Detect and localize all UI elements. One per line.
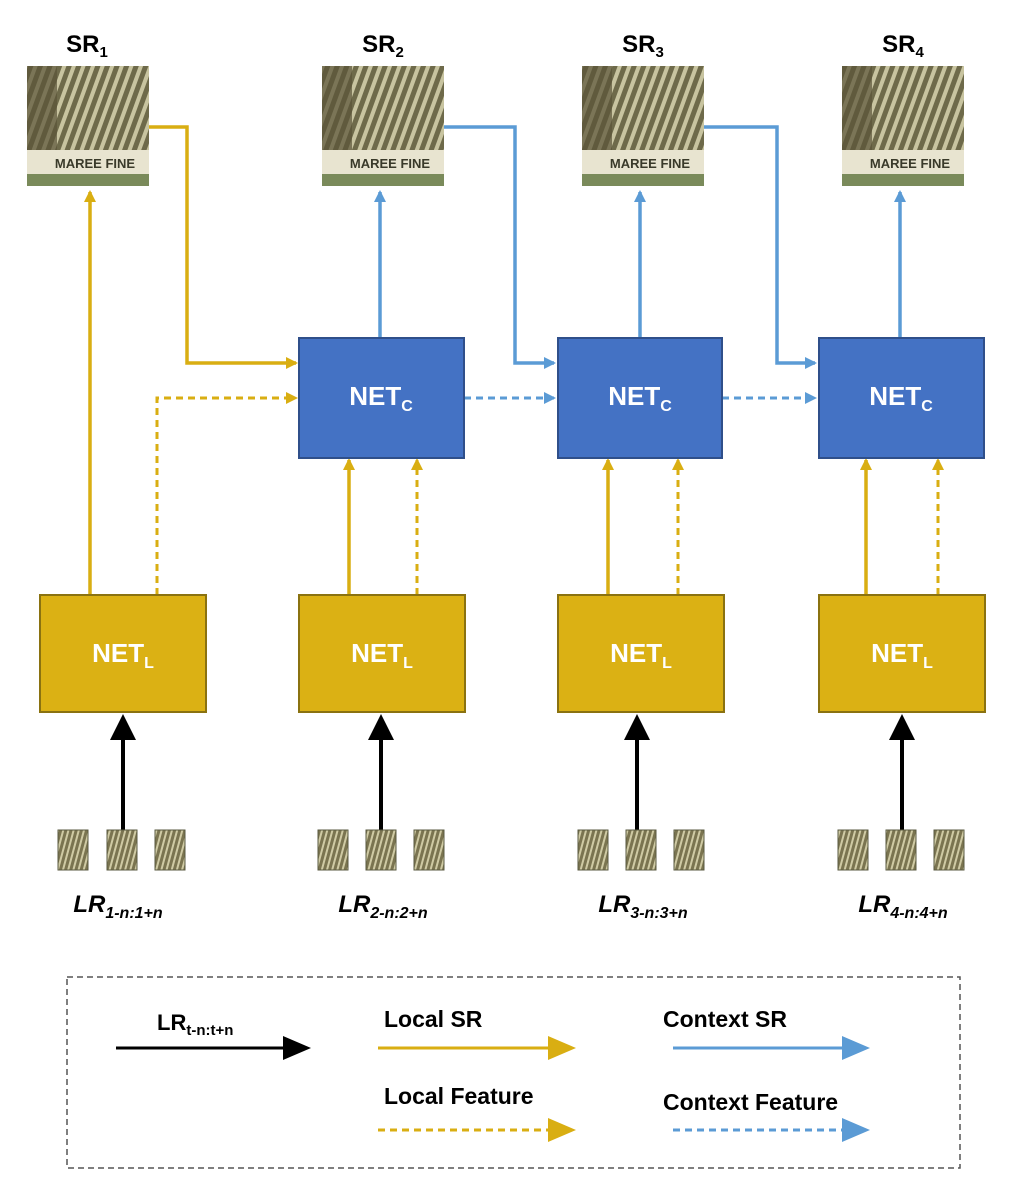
net-c-box-2: NETC	[298, 337, 465, 459]
legend-local-feature-label: Local Feature	[384, 1083, 534, 1109]
legend: LRt-n:t+n Local SR Context SR Local Feat…	[66, 976, 961, 1169]
sr-label-2: SR2	[362, 31, 404, 61]
svg-text:NETL: NETL	[871, 638, 933, 672]
svg-text:MAREE FINE: MAREE FINE	[870, 156, 951, 171]
net-c-box-3: NETC	[557, 337, 723, 459]
svg-text:NETC: NETC	[608, 381, 672, 415]
net-l-box-4: NETL	[818, 594, 986, 713]
legend-context-feature-label: Context Feature	[663, 1089, 838, 1115]
lr-frames-3	[577, 829, 705, 871]
net-l-box-1: NETL	[39, 594, 207, 713]
lr-frames-4	[837, 829, 965, 871]
svg-text:NETL: NETL	[351, 638, 413, 672]
lr-label-1: LR1-n:1+n	[73, 891, 163, 922]
sr-label-1: SR1	[66, 31, 108, 61]
legend-context-sr-label: Context SR	[663, 1006, 787, 1032]
svg-text:MAREE FINE: MAREE FINE	[55, 156, 136, 171]
sr-image-3: MAREE FINE	[582, 66, 704, 186]
svg-text:MAREE FINE: MAREE FINE	[610, 156, 691, 171]
lr-frames-2	[317, 829, 445, 871]
lr-label-4: LR4-n:4+n	[858, 891, 948, 922]
svg-text:NETL: NETL	[610, 638, 672, 672]
legend-local-sr-label: Local SR	[384, 1006, 483, 1032]
svg-text:MAREE FINE: MAREE FINE	[350, 156, 431, 171]
local-feature-arrow-1	[155, 392, 298, 595]
net-l-box-2: NETL	[298, 594, 466, 713]
svg-text:NETC: NETC	[349, 381, 413, 415]
sr-image-1: MAREE FINE	[27, 66, 149, 186]
local-sr-arrow-1-to-netc2	[149, 125, 298, 369]
lr-label-3: LR3-n:3+n	[598, 891, 688, 922]
sr-label-3: SR3	[622, 31, 664, 61]
net-l-box-3: NETL	[557, 594, 725, 713]
legend-border	[66, 976, 961, 1169]
sr-label-4: SR4	[882, 31, 924, 61]
lr-label-2: LR2-n:2+n	[338, 891, 428, 922]
context-sr-arrow-2-to-netc3	[444, 125, 556, 369]
sr-image-4: MAREE FINE	[842, 66, 964, 186]
sr-image-2: MAREE FINE	[322, 66, 444, 186]
svg-text:NETC: NETC	[869, 381, 933, 415]
net-c-box-4: NETC	[818, 337, 985, 459]
context-sr-arrow-3-to-netc4	[704, 125, 817, 369]
legend-lr-label: LRt-n:t+n	[157, 1010, 233, 1039]
svg-text:NETL: NETL	[92, 638, 154, 672]
lr-frames-1	[57, 829, 186, 871]
